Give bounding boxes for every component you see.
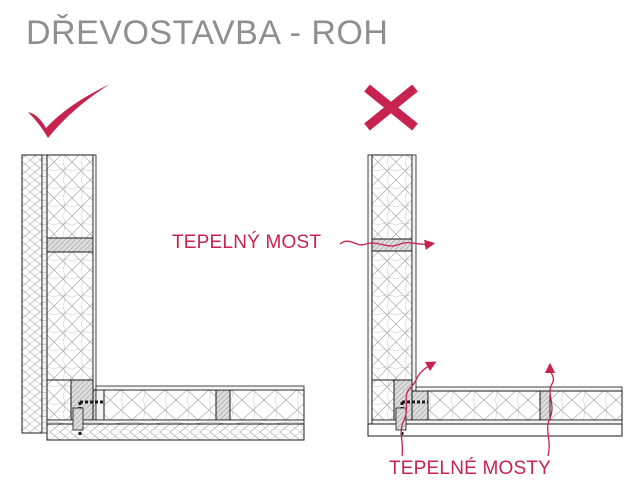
cross-mark-icon	[364, 84, 418, 131]
thermal-bridges-label: TEPELNÉ MOSTY	[389, 458, 552, 479]
thermal-bridge-label: TEPELNÝ MOST	[172, 232, 322, 253]
check-mark-icon	[28, 84, 110, 138]
page-title: DŘEVOSTAVBA - ROH	[26, 14, 389, 52]
wrong-corner-detail	[367, 154, 623, 437]
correct-corner-detail	[21, 154, 305, 441]
thermal-bridges-arrows	[400, 361, 556, 457]
thermal-bridge-arrow	[339, 239, 436, 250]
